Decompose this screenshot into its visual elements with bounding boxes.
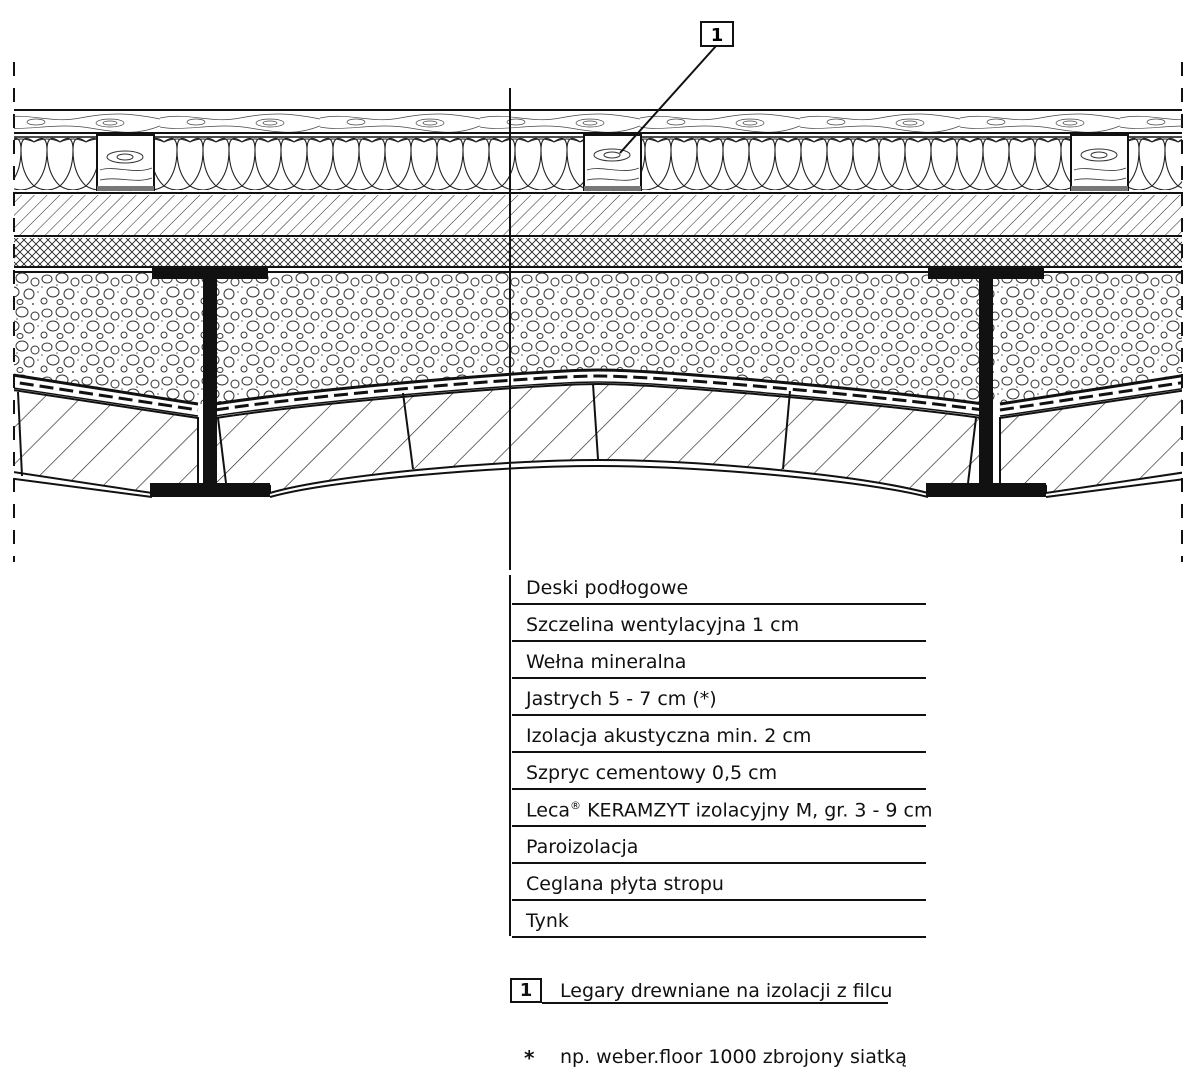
layer-label-text: Deski podłogowe [526, 577, 689, 599]
timber-joist [1070, 134, 1129, 191]
callout-number: 1 [711, 25, 724, 46]
layer-label-text: Wełna mineralna [526, 651, 687, 673]
layer-label-text: Jastrych 5 - 7 cm (*) [526, 688, 717, 710]
layer-label-brick-slab: Ceglana płyta stropu [512, 864, 926, 901]
callout-box [700, 21, 734, 47]
layer-label-mineral-wool: Wełna mineralna [512, 642, 926, 679]
layer-label-screed: Jastrych 5 - 7 cm (*) [512, 679, 926, 716]
vapour-barrier [14, 374, 1182, 412]
footnote-mark: * [524, 1046, 535, 1070]
footnote-text: np. weber.floor 1000 zbrojony siatką [560, 1046, 907, 1068]
screed-layer [14, 195, 1182, 235]
acoustic-insulation-layer [14, 238, 1182, 266]
expanded-clay-layer [14, 272, 1182, 404]
brick-joints [17, 383, 977, 484]
layer-label-cement-spray: Szpryc cementowy 0,5 cm [512, 753, 926, 790]
floor-section-drawing: 1 [13, 21, 1183, 570]
plaster-layer [14, 464, 1182, 498]
timber-joist [583, 134, 642, 191]
layer-label-text: Paroizolacja [526, 836, 639, 858]
layer-label-acoustic-insulation: Izolacja akustyczna min. 2 cm [512, 716, 926, 753]
layer-label-floorboards: Deski podłogowe [512, 568, 926, 605]
legend-stem [509, 575, 511, 936]
layer-label-text: Szpryc cementowy 0,5 cm [526, 762, 778, 784]
layer-label-vapour-barrier: Paroizolacja [512, 827, 926, 864]
layer-label-text: Szczelina wentylacyjna 1 cm [526, 614, 800, 636]
callout-leader [619, 45, 717, 154]
layer-label-text: Izolacja akustyczna min. 2 cm [526, 725, 812, 747]
floorboard-layer [14, 110, 1182, 135]
steel-i-beam [926, 267, 1046, 497]
layer-label-text: Leca® KERAMZYT izolacyjny M, gr. 3 - 9 c… [526, 798, 933, 821]
layer-label-expanded-clay: Leca® KERAMZYT izolacyjny M, gr. 3 - 9 c… [512, 790, 933, 827]
legend-key-text: Legary drewniane na izolacji z filcu [560, 980, 893, 1002]
layer-label-ventilation-gap: Szczelina wentylacyjna 1 cm [512, 605, 926, 642]
legend-key-number: 1 [510, 978, 542, 1003]
legend-underline [542, 1002, 888, 1004]
layer-label-text: Tynk [526, 910, 569, 932]
layer-label-text: Ceglana płyta stropu [526, 873, 724, 895]
timber-joist [96, 134, 155, 191]
steel-i-beam [150, 267, 270, 497]
layer-label-plaster: Tynk [512, 901, 926, 938]
